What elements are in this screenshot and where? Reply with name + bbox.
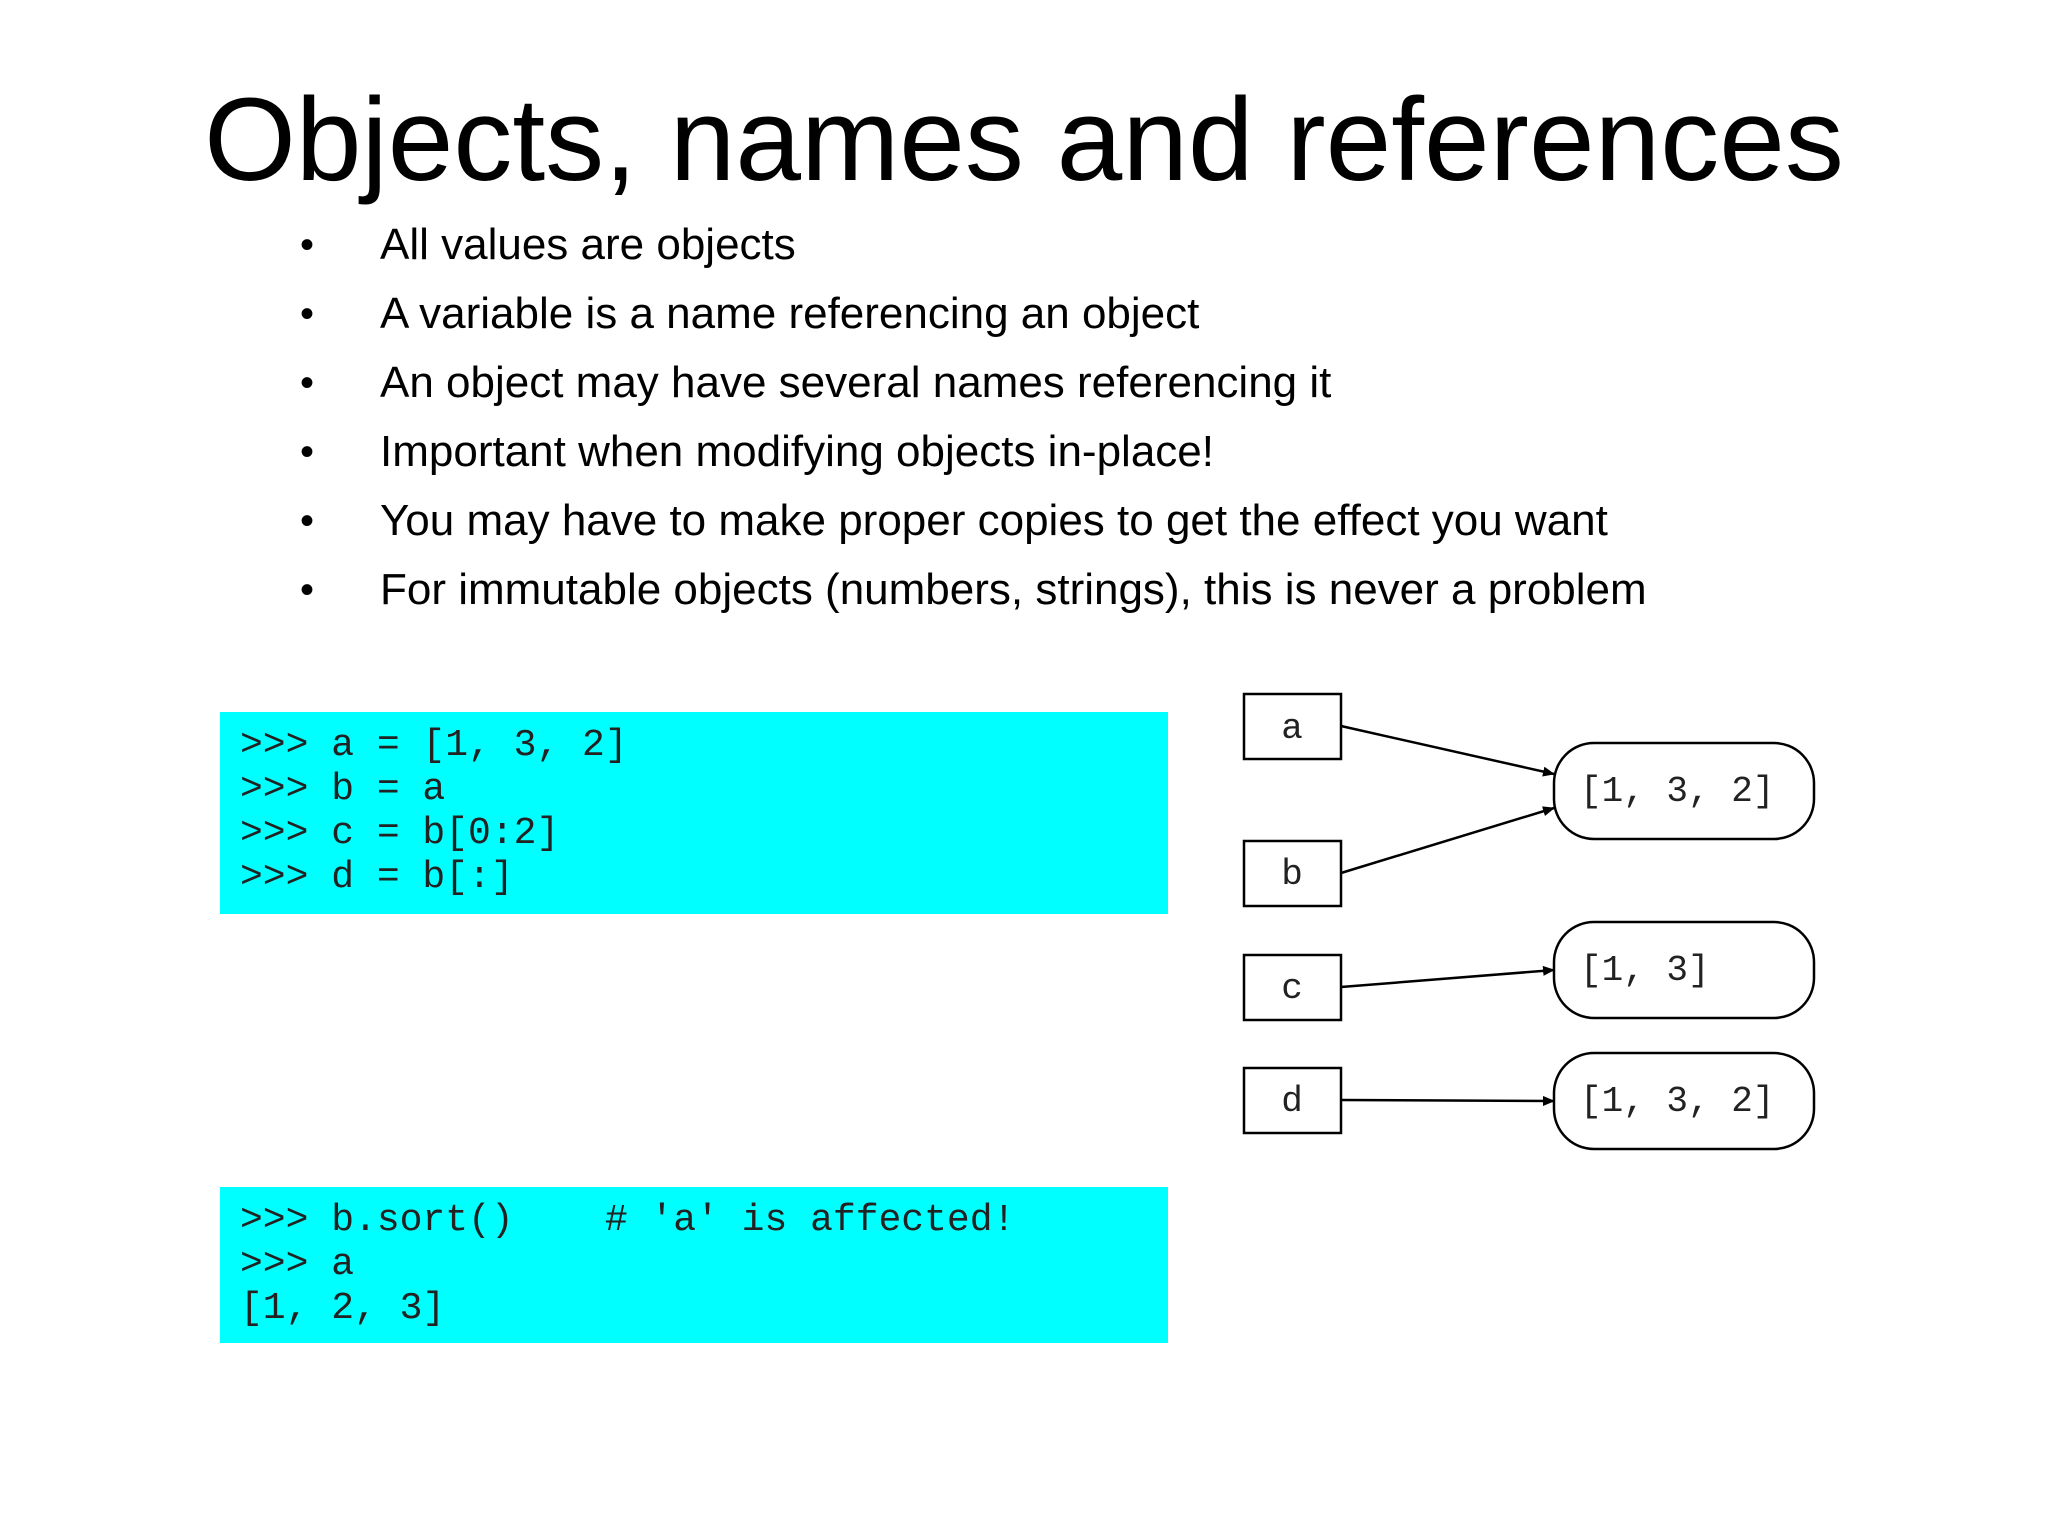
name-label: a (1281, 708, 1303, 749)
object-label: [1, 3, 2] (1580, 1081, 1774, 1122)
bullet-dot: • (300, 361, 315, 405)
bullet-text: A variable is a name referencing an obje… (380, 289, 1200, 338)
bullet-text: You may have to make proper copies to ge… (380, 496, 1608, 545)
reference-arrow (1340, 1095, 1555, 1106)
bullet-text: All values are objects (380, 220, 796, 269)
bullet-dot: • (300, 223, 315, 267)
reference-arrow (1340, 965, 1555, 989)
code-line: [1, 2, 3] (240, 1287, 446, 1330)
bullet-dot: • (300, 292, 315, 336)
bullet-dot: • (300, 499, 315, 543)
bullet-text: Important when modifying objects in-plac… (380, 427, 1214, 476)
code-line: >>> b.sort() # 'a' is affected! (240, 1199, 1016, 1242)
name-box-d: d (1242, 1066, 1343, 1135)
code-line: >>> d = b[:] (240, 856, 514, 899)
bullet-dot: • (300, 568, 315, 612)
code-block-assignments: >>> a = [1, 3, 2] >>> b = a >>> c = b[0:… (220, 712, 1168, 914)
reference-arrow (1340, 724, 1555, 777)
bullet-dot: • (300, 430, 315, 474)
object-label: [1, 3, 2] (1580, 771, 1774, 812)
bullet-text: For immutable objects (numbers, strings)… (380, 565, 1647, 614)
name-label: d (1281, 1081, 1303, 1122)
object-box-1: [1, 3, 2] (1552, 741, 1816, 841)
code-line: >>> a = [1, 3, 2] (240, 724, 628, 767)
bullet-text: An object may have several names referen… (380, 358, 1332, 407)
name-box-b: b (1242, 839, 1343, 908)
code-line: >>> b = a (240, 768, 446, 811)
object-label: [1, 3] (1580, 950, 1710, 991)
code-line: >>> c = b[0:2] (240, 812, 560, 855)
slide-title: Objects, names and references (204, 74, 1844, 206)
name-label: c (1281, 968, 1303, 1009)
reference-arrow (1340, 806, 1555, 875)
object-box-2: [1, 3] (1552, 920, 1816, 1020)
object-box-3: [1, 3, 2] (1552, 1051, 1816, 1151)
name-label: b (1281, 854, 1303, 895)
name-box-c: c (1242, 953, 1343, 1022)
code-block-sort: >>> b.sort() # 'a' is affected! >>> a [1… (220, 1187, 1168, 1343)
code-line: >>> a (240, 1243, 355, 1286)
name-box-a: a (1242, 692, 1343, 761)
